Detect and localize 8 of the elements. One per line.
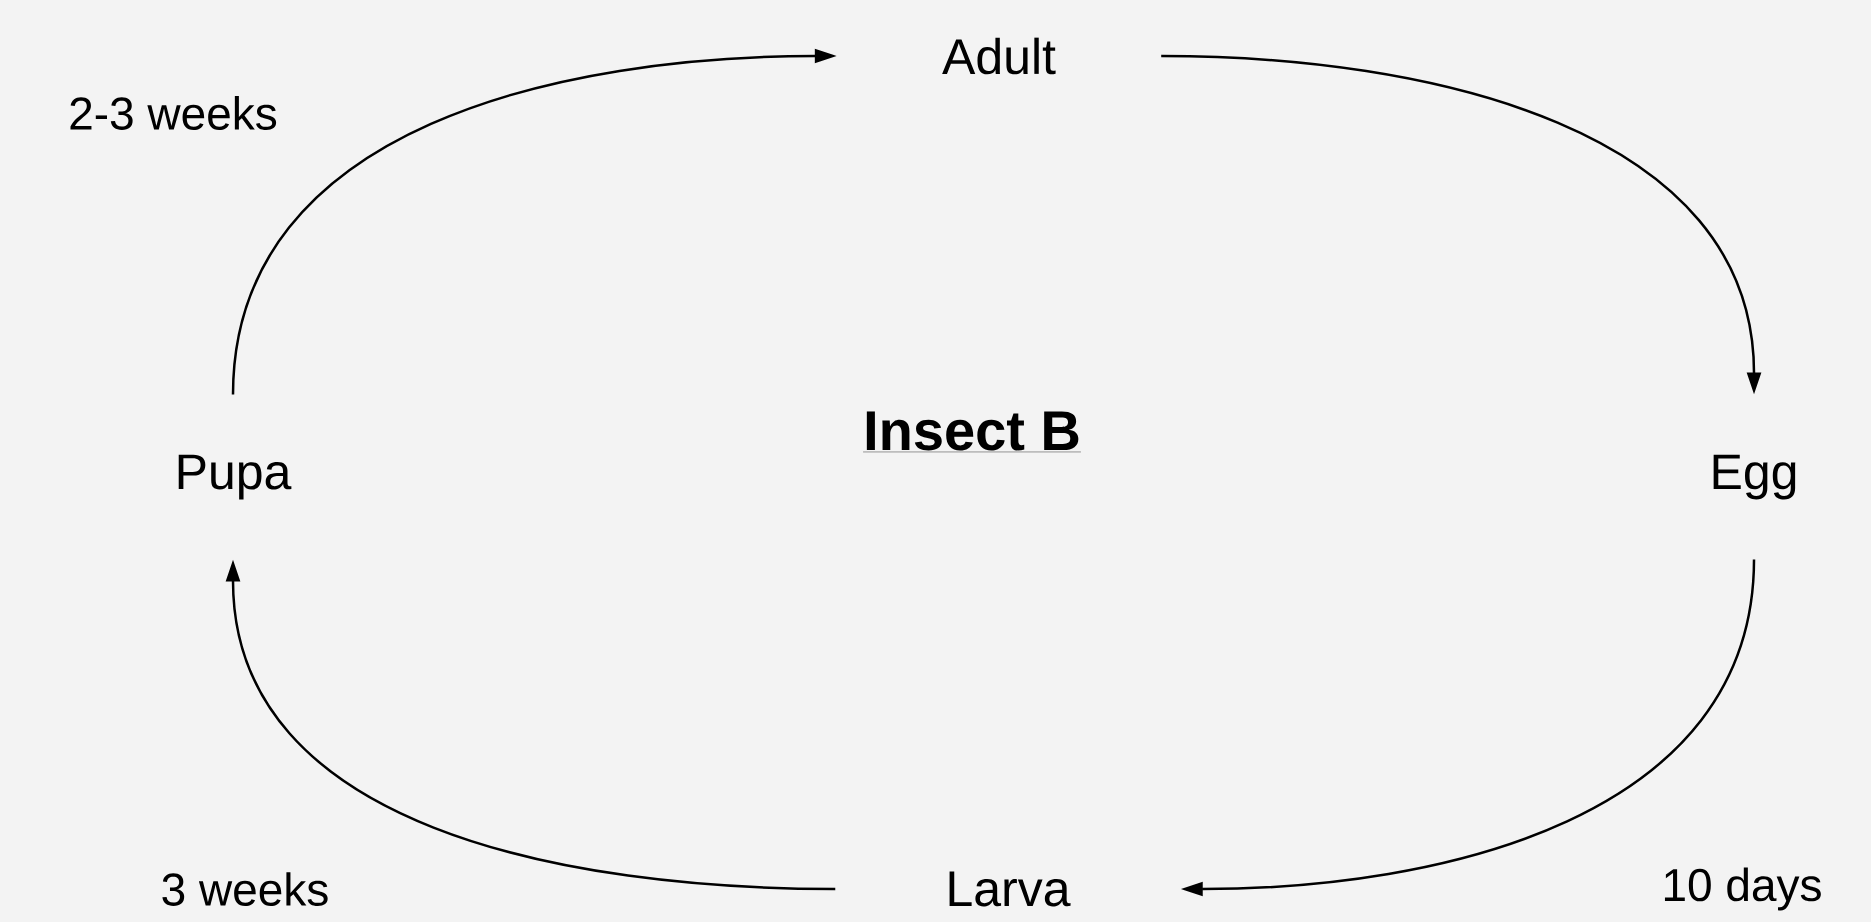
duration-label: 2-3 weeks	[70, 96, 277, 130]
title: Insect B	[862, 411, 1082, 453]
stage-label: Adult	[942, 37, 1056, 75]
stage-label: Pupa	[178, 454, 292, 500]
duration-label: 3 weeks	[162, 872, 328, 906]
stage-label: Larva	[949, 871, 1071, 907]
stage-label: Egg	[1713, 454, 1796, 500]
duration-label: 10 days	[1664, 867, 1821, 911]
